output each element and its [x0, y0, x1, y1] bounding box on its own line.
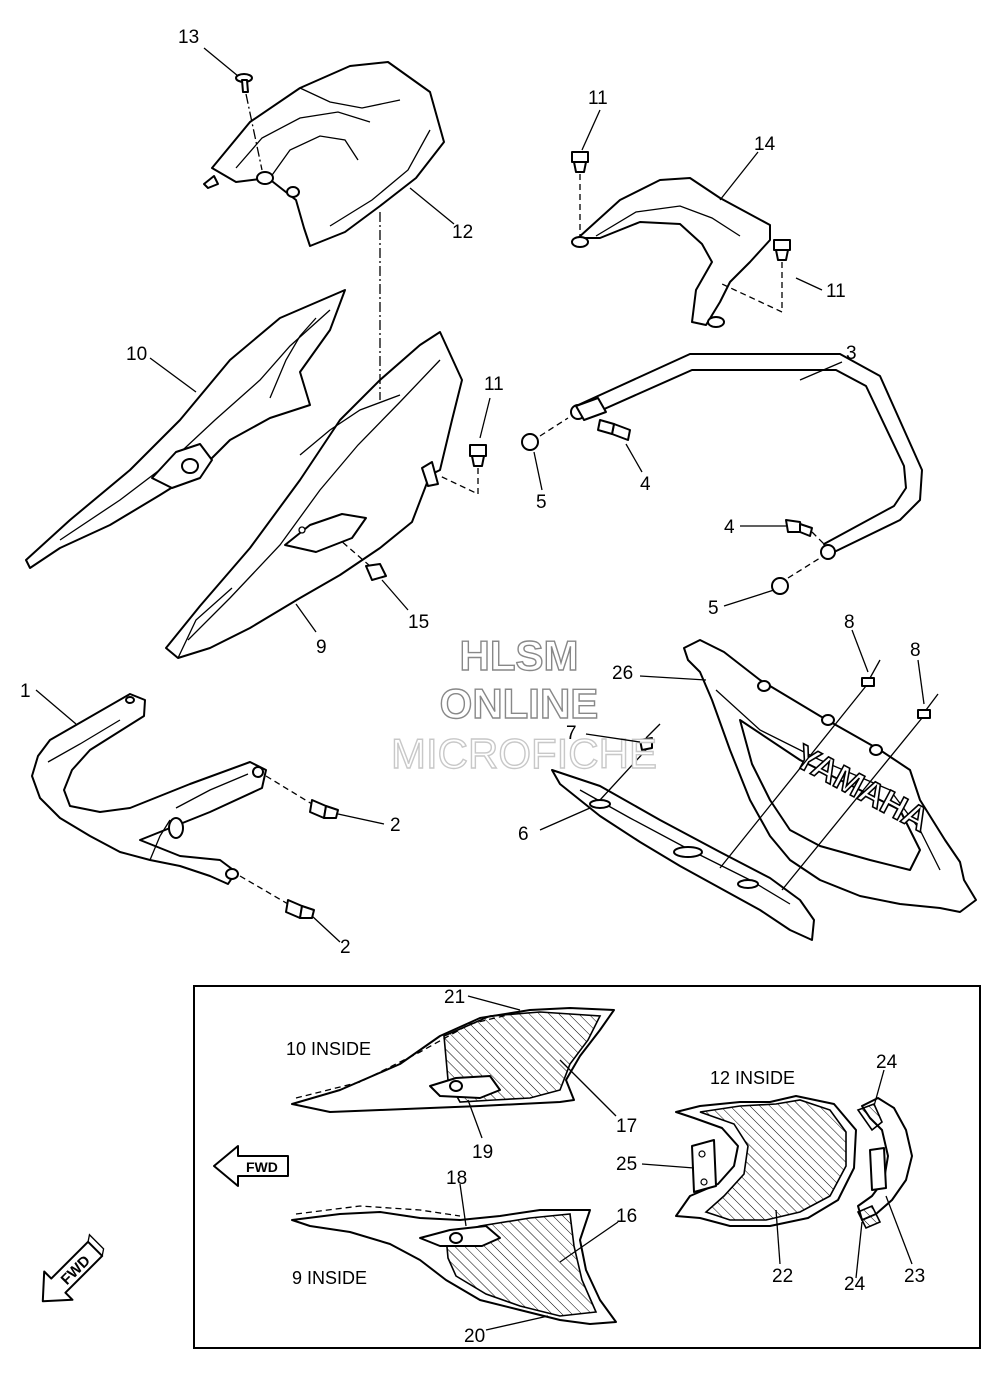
callout-13: 13 — [178, 27, 199, 48]
callout-4-b: 4 — [724, 517, 735, 538]
callout-2-b: 2 — [340, 937, 351, 958]
callout-11-c: 11 — [826, 281, 846, 302]
part-3-grab-bar — [570, 353, 923, 560]
part-7-rivet — [599, 723, 661, 801]
inset-label-12-inside: 12 INSIDE — [710, 1068, 795, 1088]
callout-24-b: 24 — [844, 1274, 866, 1295]
callout-2-a: 2 — [390, 815, 401, 836]
part-12-seat-cowl — [203, 61, 445, 247]
part-6-trim-strip — [551, 769, 815, 941]
callout-7: 7 — [566, 723, 577, 744]
fwd-arrow-inset: FWD — [213, 1145, 289, 1187]
inset-part-10-inside — [291, 1007, 615, 1113]
callout-12: 12 — [452, 222, 473, 243]
callout-14: 14 — [754, 134, 776, 155]
part-1-rear-bracket — [31, 693, 267, 885]
part-11-clip-a — [439, 444, 487, 496]
callout-5-b: 5 — [708, 598, 719, 619]
callout-19: 19 — [472, 1142, 493, 1163]
callouts-main: 13 12 10 11 11 14 11 3 4 5 4 5 15 9 1 2 … — [20, 27, 921, 958]
leader-lines — [35, 47, 925, 943]
callout-6: 6 — [518, 824, 529, 845]
part-8-rivet-a — [719, 659, 881, 869]
callout-5-a: 5 — [536, 492, 547, 513]
part-11-clip-c — [721, 239, 791, 314]
inside-view-inset: FWD 10 INSIDE 9 INSIDE 12 INSIDE 21 17 1… — [193, 985, 981, 1349]
callout-8-a: 8 — [844, 612, 855, 633]
part-9-side-panel — [165, 331, 463, 659]
inset-part-9-inside — [291, 1205, 617, 1325]
part-26-rear-panel: YAMAHA — [683, 639, 977, 913]
inset-label-9-inside: 9 INSIDE — [292, 1268, 367, 1288]
part-4-bolt-upper — [597, 419, 631, 441]
callout-3: 3 — [846, 343, 857, 364]
part-13-screw — [235, 73, 263, 171]
callout-24-a: 24 — [876, 1052, 898, 1073]
callout-17: 17 — [616, 1116, 637, 1137]
callout-15: 15 — [408, 612, 429, 633]
inset-label-10-inside: 10 INSIDE — [286, 1039, 371, 1059]
callout-4-a: 4 — [640, 474, 651, 495]
callout-18: 18 — [446, 1168, 467, 1189]
callout-11-b: 11 — [588, 88, 608, 109]
part-5-cap-lower — [771, 557, 821, 595]
callout-10: 10 — [126, 344, 147, 365]
inset-leader-lines — [459, 995, 913, 1331]
watermark-line-1: HLSM — [460, 632, 579, 679]
callout-1: 1 — [20, 681, 31, 702]
part-10-side-cover — [25, 289, 346, 569]
watermark-line-2: ONLINE — [440, 680, 599, 727]
part-4-bolt-lower — [785, 519, 827, 547]
part-5-cap-upper — [521, 417, 569, 451]
fwd-arrow-inset-label: FWD — [246, 1159, 278, 1175]
part-2-bolt-upper — [265, 775, 339, 819]
callout-23: 23 — [904, 1266, 925, 1287]
part-14-bracket — [571, 177, 771, 328]
callout-26: 26 — [612, 663, 633, 684]
callout-25: 25 — [616, 1154, 637, 1175]
callout-21: 21 — [444, 987, 465, 1008]
callout-11-a: 11 — [484, 374, 504, 395]
callout-9: 9 — [316, 637, 327, 658]
fwd-arrow-corner: FWD — [41, 1233, 105, 1303]
callout-16: 16 — [616, 1206, 637, 1227]
part-2-bolt-lower — [239, 875, 315, 919]
part-11-clip-b — [571, 151, 589, 236]
inset-part-23-24 — [856, 1097, 913, 1230]
callout-22: 22 — [772, 1266, 793, 1287]
part-15-bolt — [339, 539, 387, 581]
callout-20: 20 — [464, 1326, 485, 1347]
part-8-rivet-b — [781, 693, 939, 891]
watermark: HLSM ONLINE MICROFICHE — [390, 631, 657, 777]
inset-part-12-inside — [675, 1095, 857, 1227]
watermark-line-3: MICROFICHE — [391, 730, 657, 777]
callout-8-b: 8 — [910, 640, 921, 661]
